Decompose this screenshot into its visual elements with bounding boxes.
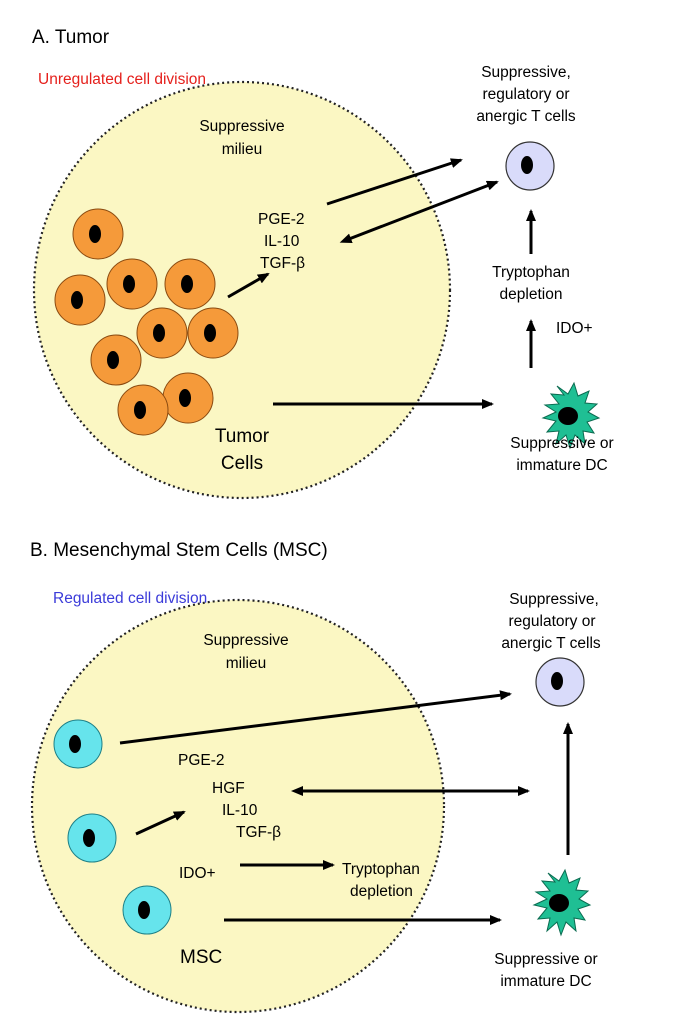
dc-label-b-line2: immature DC (500, 973, 591, 990)
tumor-cell (72, 208, 124, 260)
msc-cell (67, 813, 117, 863)
msc-label: MSC (180, 947, 222, 968)
regulated-division-label: Regulated cell division (53, 590, 207, 607)
t-cells-label-b-line1: Suppressive, (509, 591, 599, 608)
factor-pge2-a: PGE-2 (258, 211, 305, 228)
ido-label-a: IDO+ (556, 320, 593, 337)
tryptophan-label-b-line2: depletion (350, 883, 413, 900)
factor-il10-a: IL-10 (264, 233, 300, 250)
t-cell-a (505, 141, 555, 191)
dc-cell-b (532, 868, 592, 937)
arrow-msc-to-t-cell (119, 690, 512, 745)
t-cells-label-a-line3: anergic T cells (476, 108, 576, 125)
unregulated-division-label: Unregulated cell division (38, 71, 206, 88)
tumor-cells-label-line1: Tumor (215, 426, 270, 447)
tryptophan-label-b-line1: Tryptophan (342, 861, 420, 878)
tumor-cell (187, 307, 239, 359)
t-cells-label-b-line2: regulatory or (508, 613, 595, 630)
panel-b: B. Mesenchymal Stem Cells (MSC) Regulate… (30, 540, 601, 1014)
factor-tgfb-a: TGF-β (260, 255, 305, 272)
factor-il10-b: IL-10 (222, 802, 258, 819)
tumor-cell (54, 274, 106, 326)
tryptophan-label-a-line1: Tryptophan (492, 264, 570, 281)
t-cell-b (535, 657, 585, 707)
msc-cell (122, 885, 172, 935)
tumor-cell (136, 307, 188, 359)
tumor-cell (164, 258, 216, 310)
milieu-label-b-line1: Suppressive (203, 632, 288, 649)
arrow-tumor-to-factors (227, 272, 270, 299)
tumor-cell (106, 258, 158, 310)
tumor-cell (90, 334, 142, 386)
panel-b-title: B. Mesenchymal Stem Cells (MSC) (30, 540, 328, 561)
tumor-cell (117, 384, 169, 436)
t-cells-label-a-line1: Suppressive, (481, 64, 571, 81)
milieu-label-a-line1: Suppressive (199, 118, 284, 135)
panel-a-title: A. Tumor (32, 27, 110, 48)
factor-tgfb-b: TGF-β (236, 824, 281, 841)
msc-cell (53, 719, 103, 769)
factor-pge2-b: PGE-2 (178, 752, 225, 769)
dc-label-b-line1: Suppressive or (494, 951, 597, 968)
milieu-label-b-line2: milieu (226, 655, 266, 672)
t-cells-label-a-line2: regulatory or (482, 86, 569, 103)
panel-a: A. Tumor Unregulated cell division Suppr… (32, 27, 614, 500)
arrow-t-cell-factors-bidirectional (339, 180, 499, 243)
arrow-msc-to-factors (135, 810, 186, 836)
tumor-cells-label-line2: Cells (221, 453, 263, 474)
milieu-label-a-line2: milieu (222, 141, 262, 158)
tumor-cell (162, 372, 214, 424)
ido-label-b: IDO+ (179, 865, 216, 882)
tumor-cells (54, 208, 239, 436)
tryptophan-label-a-line2: depletion (500, 286, 563, 303)
dc-label-a-line2: immature DC (516, 457, 607, 474)
dc-cell-a (541, 381, 601, 450)
t-cells-label-b-line3: anergic T cells (501, 635, 601, 652)
factor-hgf-b: HGF (212, 780, 245, 797)
dc-label-a-line1: Suppressive or (510, 435, 613, 452)
msc-cells (53, 719, 172, 935)
